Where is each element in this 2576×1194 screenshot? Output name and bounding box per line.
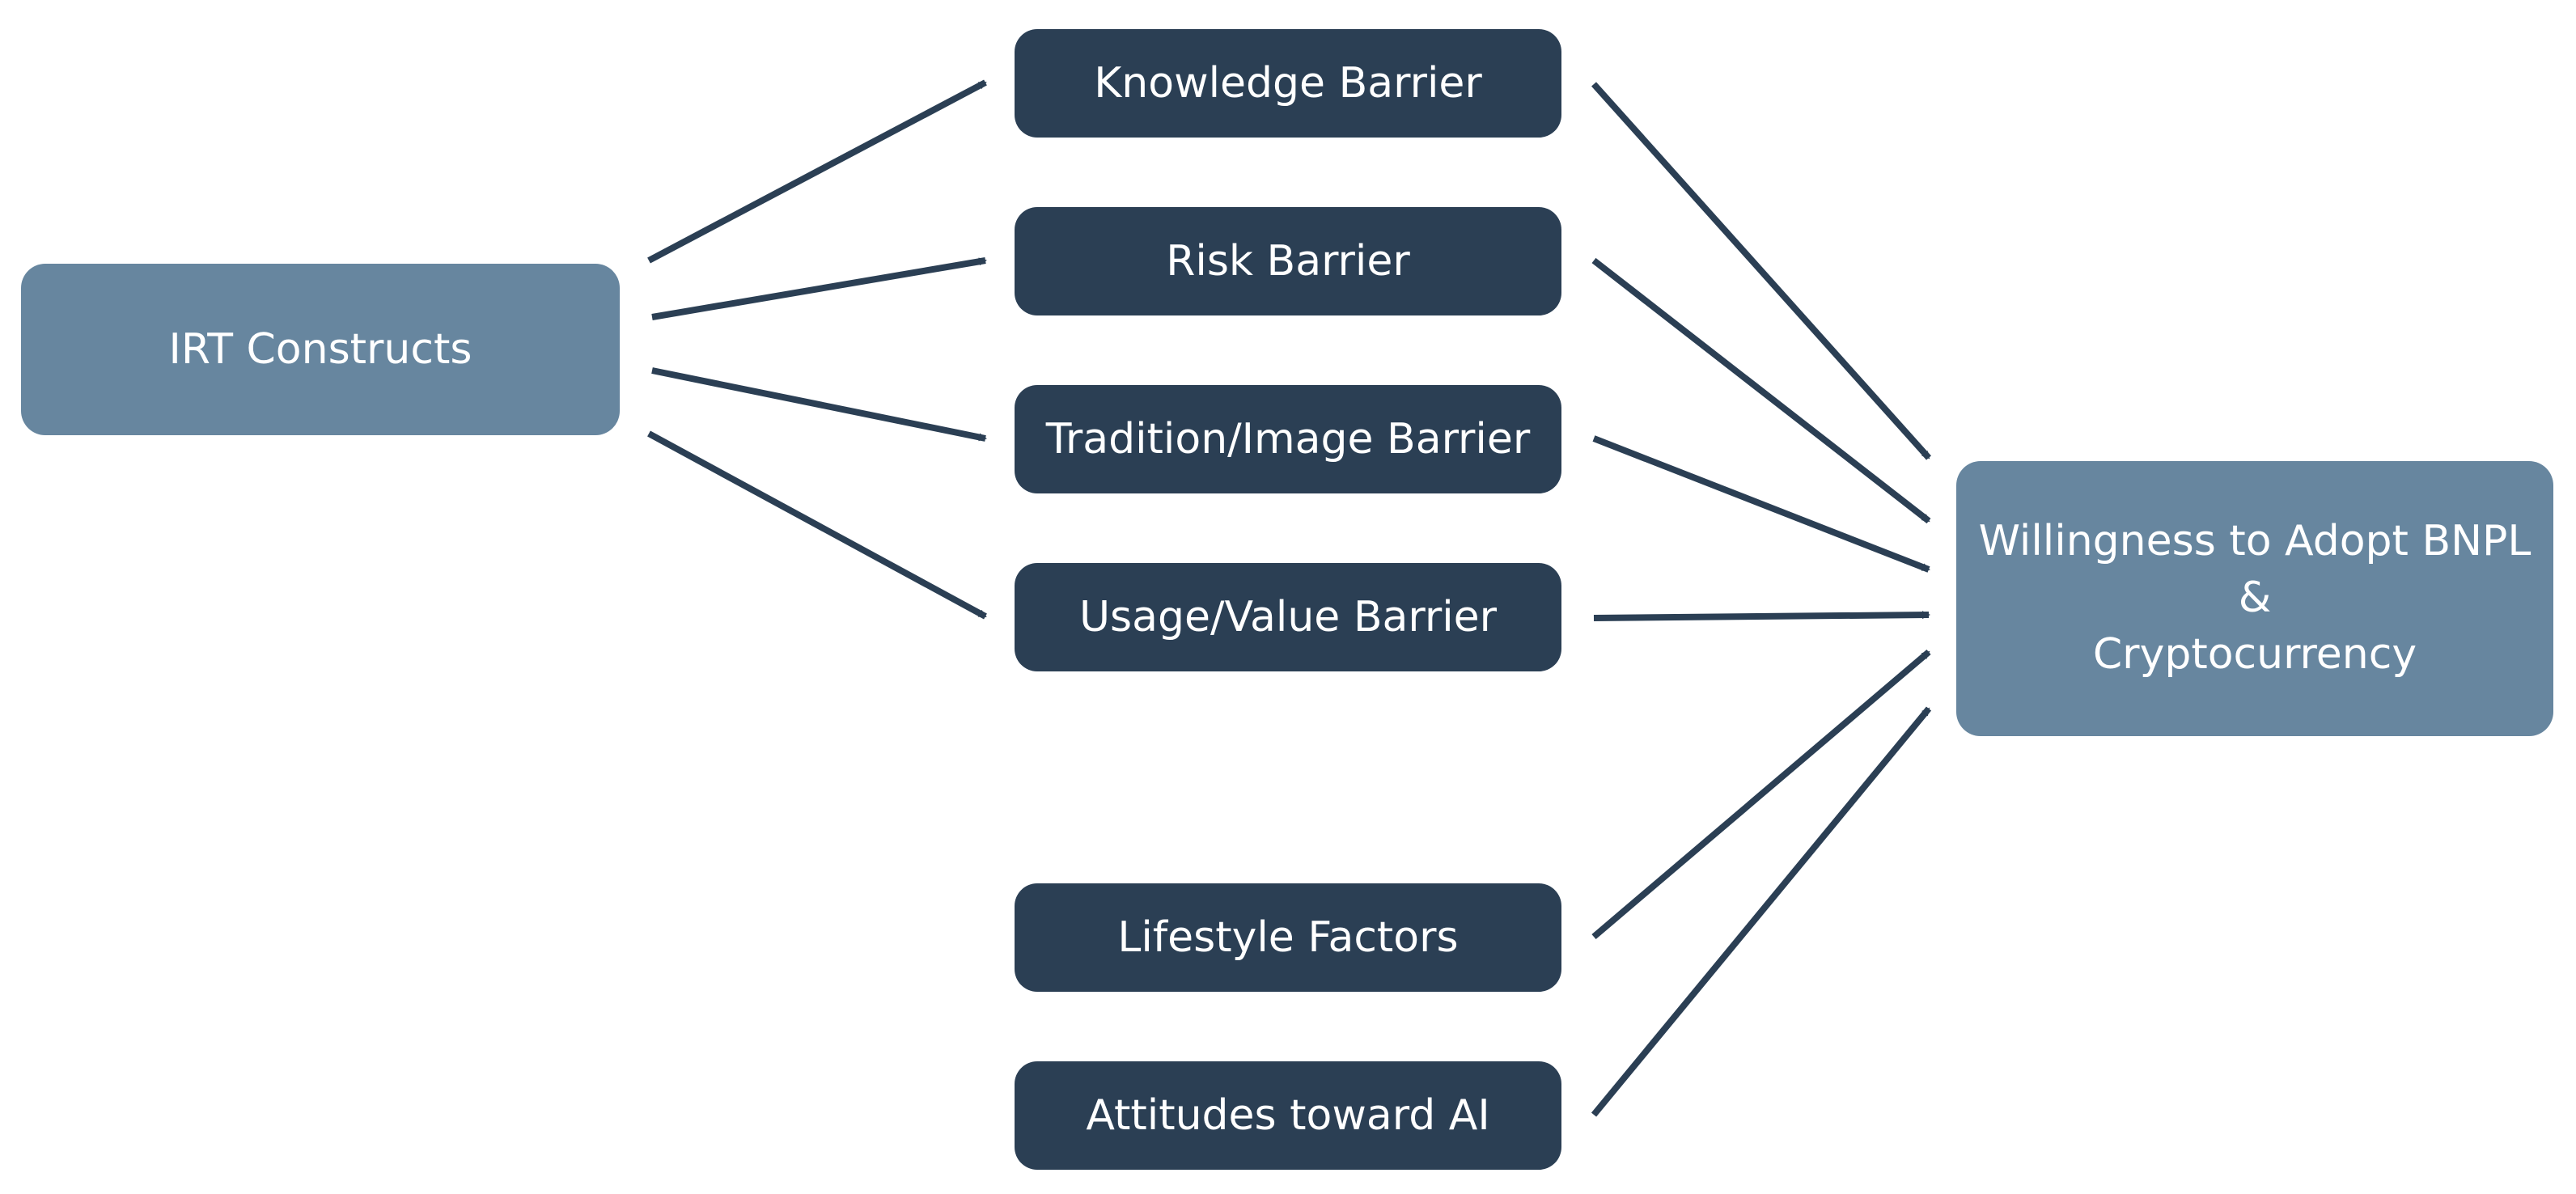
arrow-knowledge-to-willingness <box>1591 82 1931 460</box>
arrow-irt-to-knowledge <box>647 79 987 264</box>
attitudes-toward-ai-node: Attitudes toward AI <box>1015 1061 1561 1170</box>
tradition-image-barrier-label: Tradition/Image Barrier <box>1045 414 1531 464</box>
irt-constructs-label: IRT Constructs <box>168 324 472 374</box>
risk-barrier-label: Risk Barrier <box>1166 236 1410 286</box>
arrow-tradition-to-willingness <box>1592 435 1930 573</box>
tradition-image-barrier-node: Tradition/Image Barrier <box>1015 385 1561 493</box>
lifestyle-factors-label: Lifestyle Factors <box>1117 912 1459 962</box>
knowledge-barrier-node: Knowledge Barrier <box>1015 29 1561 138</box>
arrow-irt-to-risk <box>651 257 987 320</box>
arrow-risk-to-willingness <box>1591 257 1931 524</box>
attitudes-toward-ai-label: Attitudes toward AI <box>1086 1090 1490 1140</box>
usage-value-barrier-node: Usage/Value Barrier <box>1015 563 1561 671</box>
knowledge-barrier-label: Knowledge Barrier <box>1094 58 1482 108</box>
arrow-irt-to-tradition <box>651 367 987 442</box>
arrow-irt-to-usage <box>647 430 987 620</box>
arrow-ai-attitudes-to-willingness <box>1591 706 1932 1117</box>
risk-barrier-node: Risk Barrier <box>1015 207 1561 315</box>
arrow-lifestyle-to-willingness <box>1591 649 1931 940</box>
willingness-line-3: Cryptocurrency <box>2092 629 2417 679</box>
lifestyle-factors-node: Lifestyle Factors <box>1015 883 1561 992</box>
willingness-line-2: & <box>2238 574 2272 623</box>
irt-constructs-node: IRT Constructs <box>21 264 620 435</box>
usage-value-barrier-label: Usage/Value Barrier <box>1078 592 1498 641</box>
willingness-to-adopt-node: Willingness to Adopt BNPL & Cryptocurren… <box>1956 461 2553 736</box>
arrow-usage-to-willingness <box>1593 611 1930 621</box>
willingness-line-1: Willingness to Adopt BNPL <box>1978 517 2532 566</box>
